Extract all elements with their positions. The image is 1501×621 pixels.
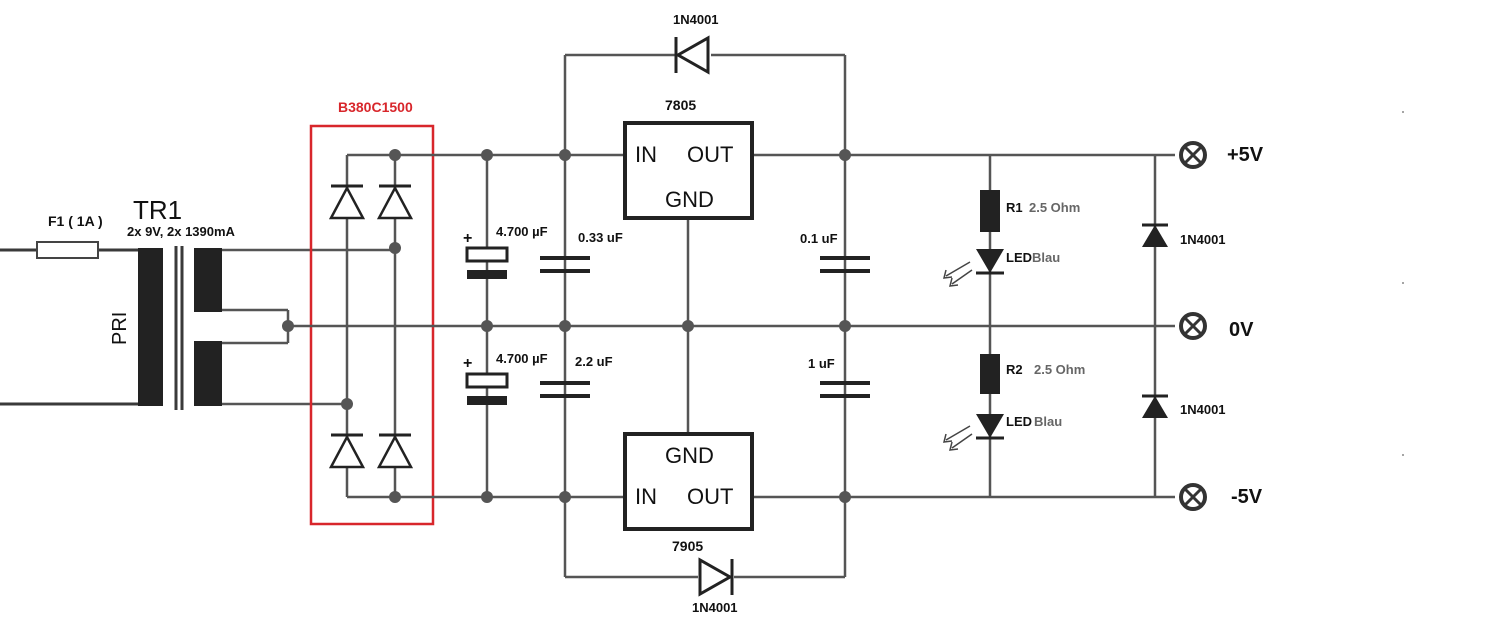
regulator-7905: 7905 GND IN OUT — [623, 432, 754, 554]
regulator-gnd-pin: GND — [665, 187, 714, 212]
regulator-in-pin: IN — [635, 142, 657, 167]
ceramic-capacitor: 0.33 uF — [540, 230, 623, 273]
cap-value-label: 4.700 µF — [496, 224, 548, 239]
svg-text:+: + — [463, 355, 472, 372]
light-emission-icon — [943, 261, 973, 287]
bypass-diode-bottom: 1N4001 — [692, 557, 738, 615]
cap-value-label: 0.1 uF — [800, 231, 838, 246]
bypass-diode-top: 1N4001 — [673, 12, 719, 75]
output-label-pos: +5V — [1227, 144, 1264, 166]
output-label-zero: 0V — [1229, 319, 1254, 341]
bridge-diode — [328, 184, 366, 220]
bridge-rectifier: B380C1500 — [309, 99, 435, 526]
resistor-r1: R1 2.5 Ohm — [980, 190, 1080, 232]
ceramic-capacitor: 1 uF — [808, 356, 870, 398]
regulator-out-pin: OUT — [687, 484, 733, 509]
resistor-name: R1 — [1006, 200, 1023, 215]
cap-value-label: 1 uF — [808, 356, 835, 371]
regulator-part-label: 7805 — [665, 97, 696, 113]
transformer-primary-label: PRI — [109, 312, 131, 345]
svg-text:+: + — [463, 230, 472, 247]
resistor-r2: R2 2.5 Ohm — [980, 354, 1085, 394]
diode-label: 1N4001 — [1180, 402, 1226, 417]
junction-dots — [282, 149, 851, 503]
cap-value-label: 4.700 µF — [496, 351, 548, 366]
regulator-gnd-pin: GND — [665, 443, 714, 468]
terminal-pos: +5V — [1179, 141, 1264, 169]
led-1: LED Blau — [943, 249, 1060, 287]
fuse-symbol — [36, 241, 99, 259]
resistor-value: 2.5 Ohm — [1029, 200, 1080, 215]
transformer: TR1 2x 9V, 2x 1390mA PRI — [109, 195, 395, 410]
stray-marks — [1402, 111, 1404, 456]
transformer-rating: 2x 9V, 2x 1390mA — [127, 224, 236, 239]
led-2: LED Blau — [943, 414, 1062, 451]
diode-label: 1N4001 — [1180, 232, 1226, 247]
diode-label: 1N4001 — [692, 600, 738, 615]
cap-value-label: 0.33 uF — [578, 230, 623, 245]
fuse-label: F1 ( 1A ) — [48, 213, 103, 229]
electrolytic-capacitor: + 4.700 µF — [463, 224, 548, 279]
led-name: LED — [1006, 250, 1032, 265]
led-color: Blau — [1032, 250, 1060, 265]
light-emission-icon — [943, 425, 973, 451]
resistor-value: 2.5 Ohm — [1034, 362, 1085, 377]
diode-label: 1N4001 — [673, 12, 719, 27]
bridge-diode — [328, 433, 366, 469]
mains-input: F1 ( 1A ) — [0, 213, 160, 406]
cap-value-label: 2.2 uF — [575, 354, 613, 369]
terminal-zero: 0V — [1179, 312, 1254, 341]
protection-diode-bottom: 1N4001 — [1142, 394, 1226, 418]
output-label-neg: -5V — [1231, 486, 1263, 508]
bridge-diode — [376, 184, 414, 220]
regulator-in-pin: IN — [635, 484, 657, 509]
terminal-neg: -5V — [1179, 483, 1263, 511]
bridge-diode — [376, 433, 414, 469]
protection-diode-top: 1N4001 — [1142, 223, 1226, 247]
led-name: LED — [1006, 414, 1032, 429]
electrolytic-capacitor: + 4.700 µF — [463, 351, 548, 405]
ceramic-capacitor: 2.2 uF — [540, 354, 613, 398]
resistor-name: R2 — [1006, 362, 1023, 377]
transformer-name: TR1 — [133, 195, 182, 225]
led-color: Blau — [1034, 414, 1062, 429]
rectifier-part-label: B380C1500 — [338, 99, 413, 115]
regulator-part-label: 7905 — [672, 538, 703, 554]
ceramic-capacitor: 0.1 uF — [800, 231, 870, 273]
regulator-out-pin: OUT — [687, 142, 733, 167]
regulator-7805: 7805 IN OUT GND — [623, 97, 754, 220]
